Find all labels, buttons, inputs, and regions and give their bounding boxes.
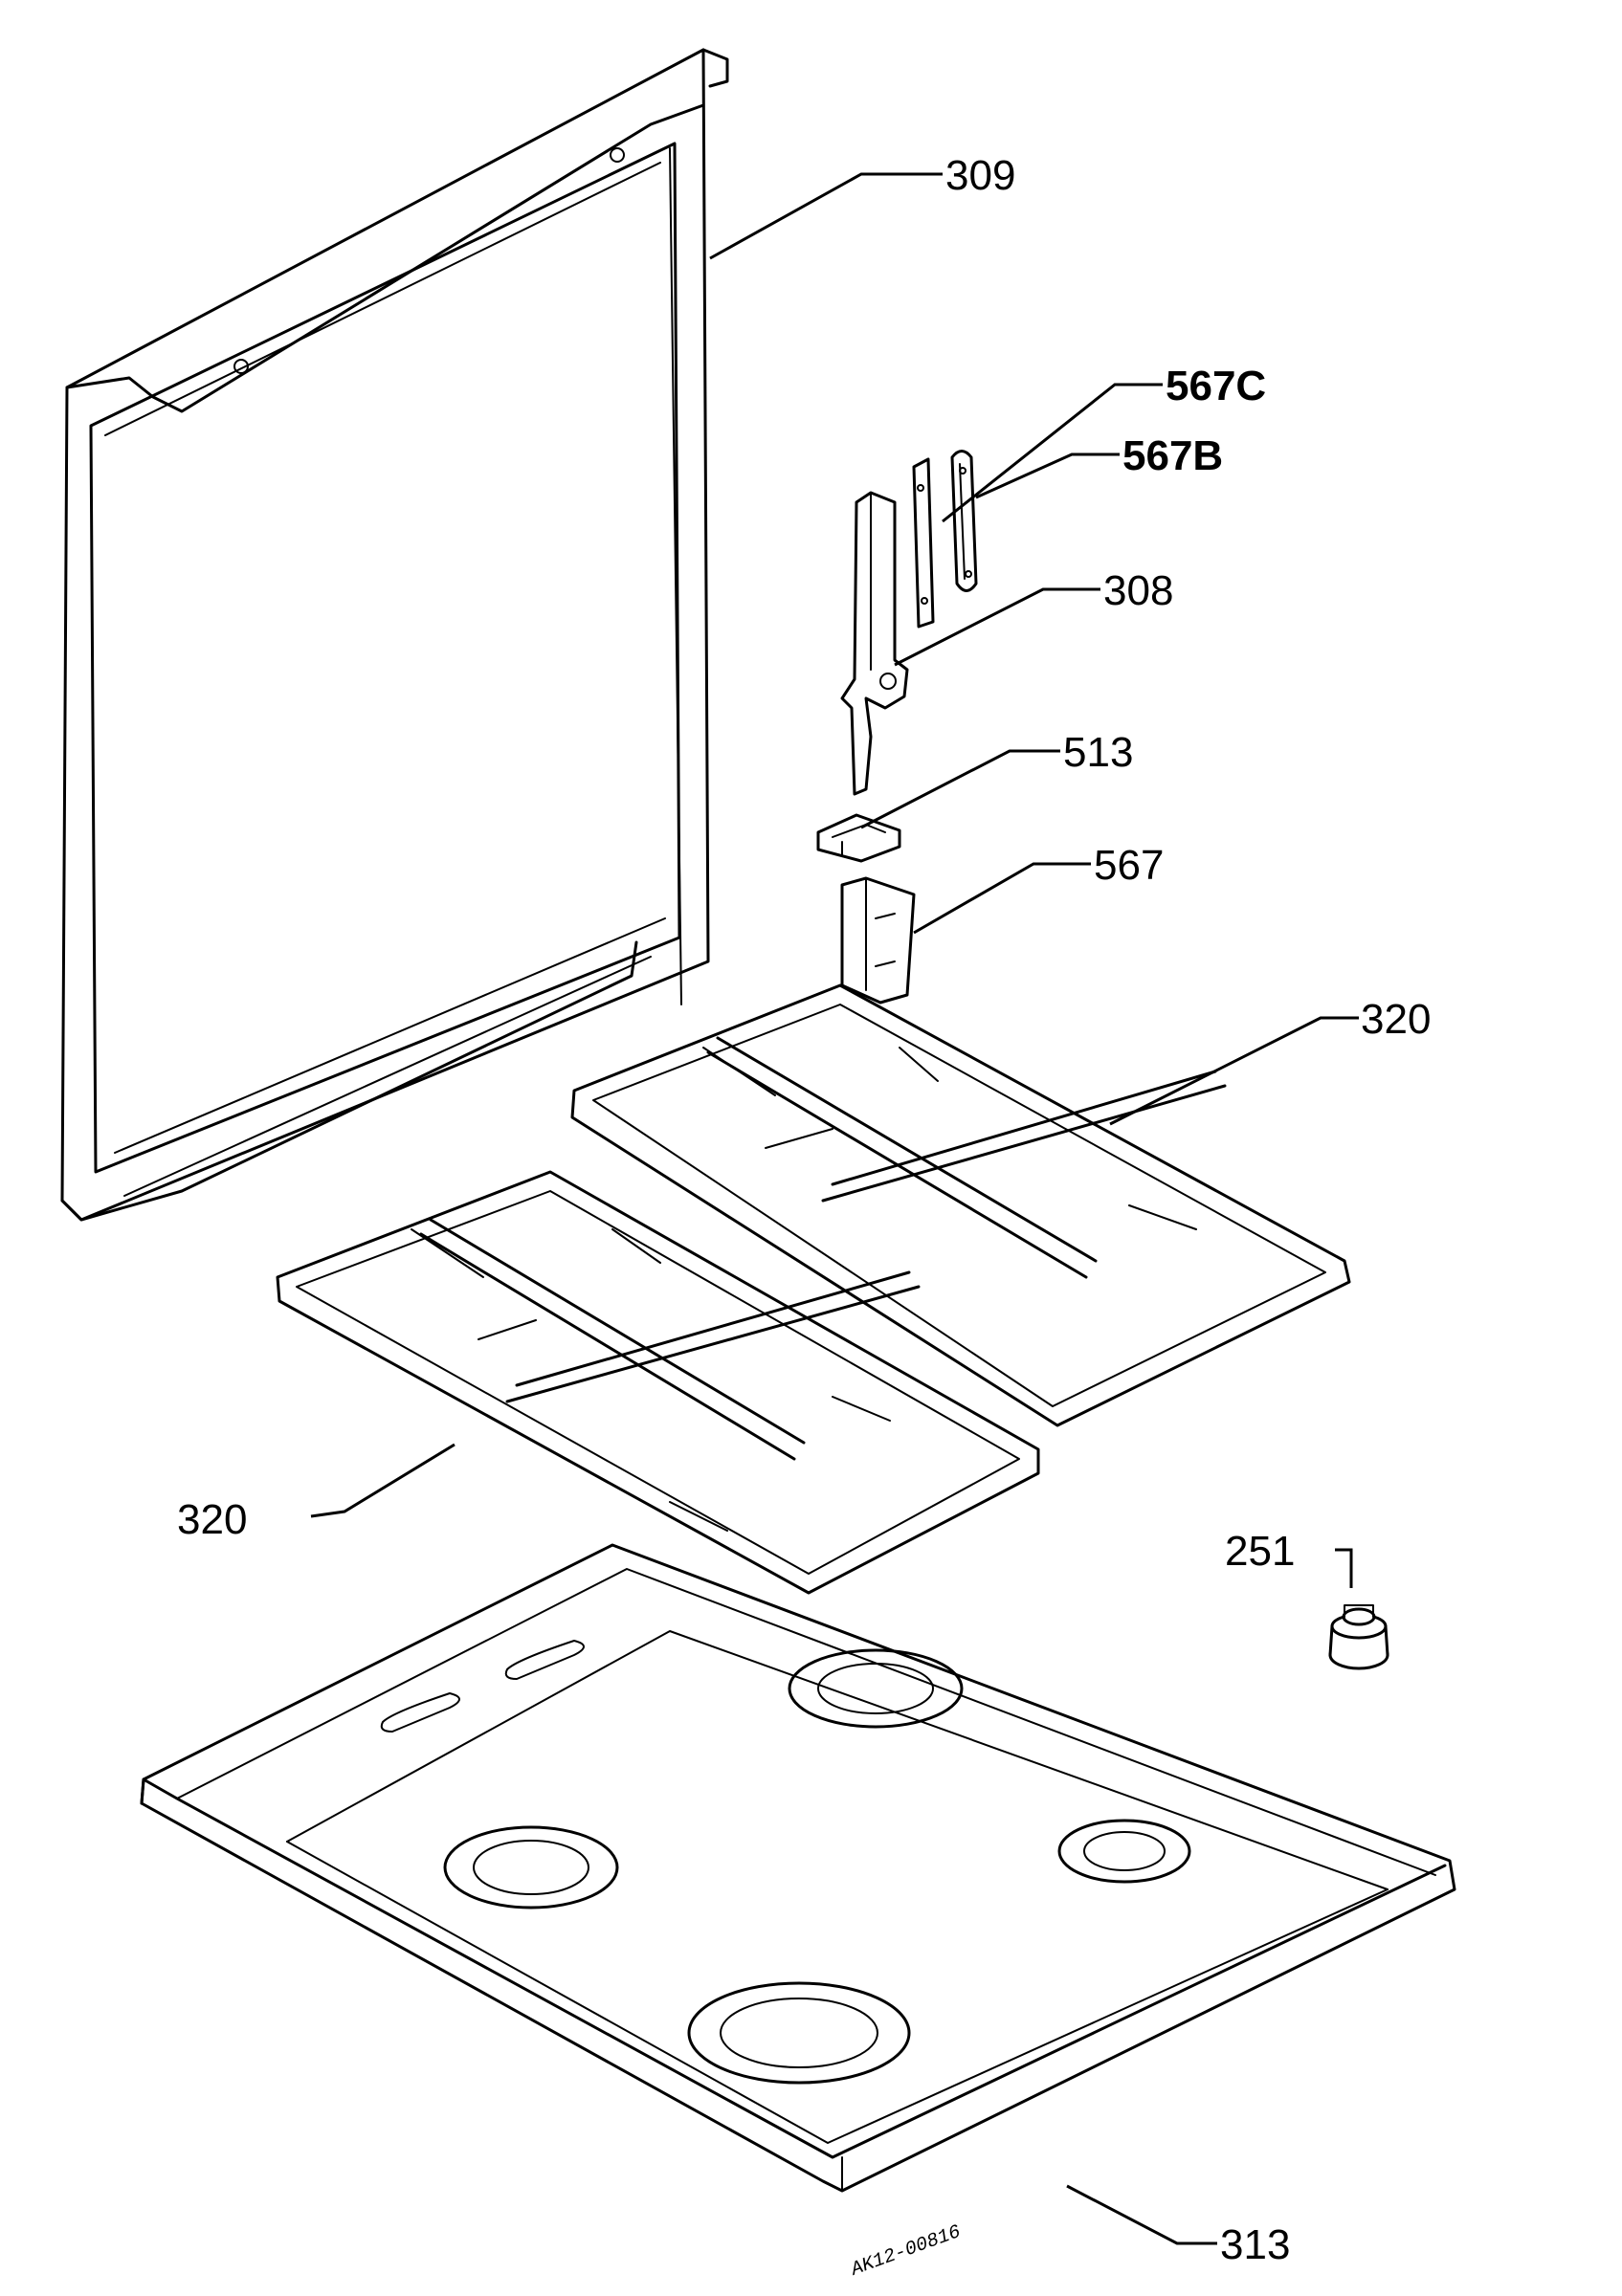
hob-top-part bbox=[140, 1543, 1456, 2193]
callout-320-right: 320 bbox=[1361, 996, 1431, 1043]
drawing-code: AK12-00816 bbox=[847, 2221, 965, 2282]
hinge-part bbox=[840, 491, 909, 796]
callout-251: 251 bbox=[1225, 1528, 1295, 1575]
lid-part bbox=[60, 48, 729, 1222]
grid-left-part bbox=[276, 1170, 1040, 1595]
grid-right-part bbox=[570, 983, 1351, 1427]
knob-part bbox=[1328, 1604, 1389, 1670]
callout-308: 308 bbox=[1103, 567, 1173, 614]
callout-309: 309 bbox=[945, 152, 1015, 199]
callout-567c: 567C bbox=[1166, 363, 1266, 409]
hinge-plate-b-part bbox=[912, 457, 935, 629]
callout-320-left: 320 bbox=[177, 1496, 247, 1543]
hinge-plate-c-part bbox=[950, 450, 978, 592]
clip-part bbox=[816, 813, 901, 863]
leader-lines bbox=[310, 172, 1359, 2245]
callout-567: 567 bbox=[1094, 842, 1164, 889]
callout-513: 513 bbox=[1063, 729, 1133, 776]
callout-313: 313 bbox=[1220, 2221, 1290, 2268]
callout-567b: 567B bbox=[1122, 432, 1223, 479]
mount-plate-part bbox=[840, 876, 916, 1004]
